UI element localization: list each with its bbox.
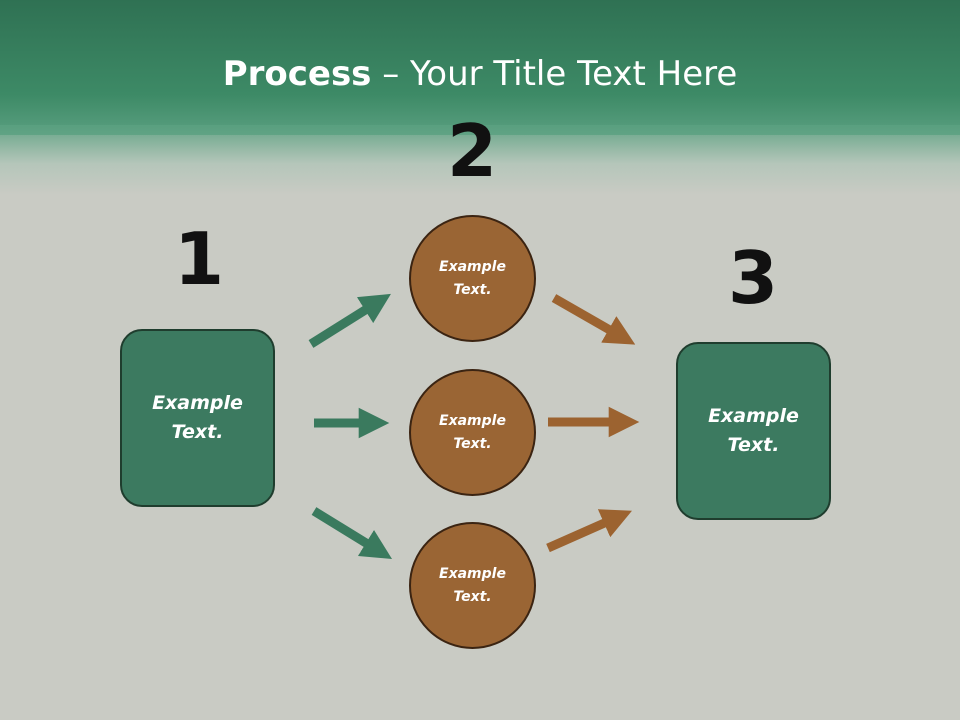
arrow-box1-to-bottom — [311, 507, 393, 560]
step-number-1: 1 — [173, 217, 225, 301]
title-rest: – Your Title Text Here — [371, 54, 738, 94]
header-band — [0, 0, 960, 135]
step-1-box: Example Text. — [120, 329, 275, 507]
title-bold: Process — [222, 54, 372, 94]
circle-top: Example Text. — [409, 215, 536, 342]
step-number-2: 2 — [446, 109, 498, 193]
circle-top-label: Example Text. — [439, 258, 506, 298]
header-fade — [0, 125, 960, 195]
arrow-box1-to-top — [308, 293, 391, 348]
circle-bottom: Example Text. — [409, 522, 536, 649]
circle-bottom-label: Example Text. — [439, 565, 506, 605]
slide-title: Process – Your Title Text Here — [0, 52, 960, 96]
step-1-label: Example Text. — [152, 392, 243, 443]
step-number-3: 3 — [727, 236, 779, 320]
arrow-bottom-to-box3 — [546, 509, 632, 553]
circle-middle-label: Example Text. — [439, 412, 506, 452]
step-3-box: Example Text. — [676, 342, 831, 520]
circle-middle: Example Text. — [409, 369, 536, 496]
arrow-top-to-box3 — [551, 294, 636, 345]
step-3-label: Example Text. — [708, 405, 799, 456]
